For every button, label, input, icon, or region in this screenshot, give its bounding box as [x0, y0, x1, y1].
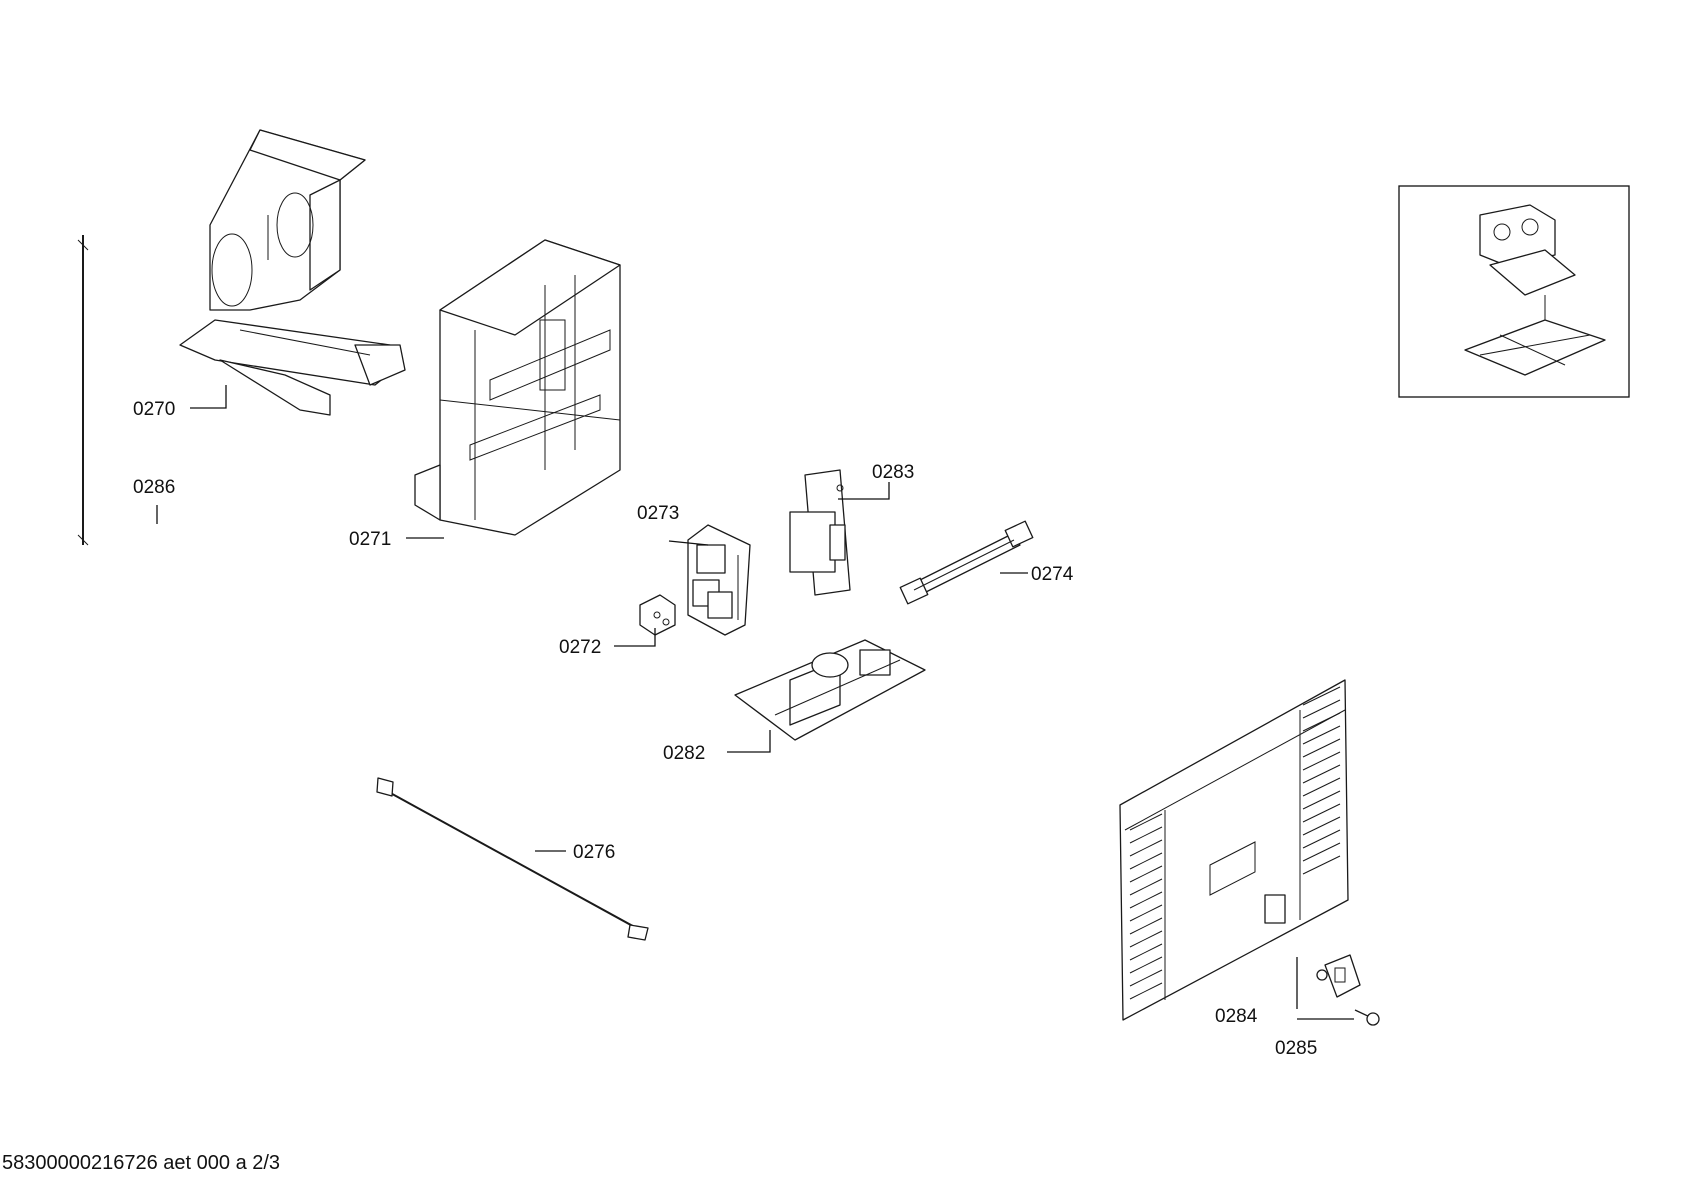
- drawing-reference: 58300000216726 aet 000 a 2/3: [2, 1152, 281, 1174]
- leader-lines: [156, 385, 1354, 1020]
- part-0284-panel: [1119, 679, 1349, 1021]
- part-0272-clip: [639, 594, 676, 636]
- label-0270: 0270: [133, 399, 175, 420]
- vent-slot-left: [1129, 982, 1163, 1000]
- part-0274-ribbon-cable: [899, 520, 1034, 605]
- label-0271: 0271: [349, 529, 391, 550]
- vent-slot-right: [1302, 855, 1341, 875]
- panel-vent-slots: [1129, 686, 1341, 1000]
- vent-slot-right: [1302, 712, 1341, 732]
- vent-slot-right: [1302, 738, 1341, 758]
- vent-slot-left: [1129, 969, 1163, 987]
- vent-slot-left: [1129, 917, 1163, 935]
- label-0285: 0285: [1275, 1038, 1317, 1059]
- vent-slot-left: [1129, 904, 1163, 922]
- part-0276-wire-lead: [376, 777, 649, 941]
- part-labels: 0270 0286 0271 0273 0283 0274 0272 0282 …: [133, 399, 1317, 1059]
- vent-slot-left: [1129, 956, 1163, 974]
- label-0273: 0273: [637, 503, 679, 524]
- part-0270-bracket: [179, 129, 406, 416]
- part-0283-transformer: [789, 469, 851, 596]
- label-0283: 0283: [872, 462, 914, 483]
- vent-slot-right: [1302, 699, 1341, 719]
- vent-slot-right: [1302, 764, 1341, 784]
- part-0271-housing: [414, 239, 621, 536]
- vent-slot-right: [1302, 803, 1341, 823]
- label-0282: 0282: [663, 743, 705, 764]
- vent-slot-right: [1302, 751, 1341, 771]
- vent-slot-right: [1302, 790, 1341, 810]
- label-0274: 0274: [1031, 564, 1074, 585]
- vent-slot-right: [1302, 816, 1341, 836]
- vent-slot-left: [1129, 839, 1163, 857]
- vent-slot-left: [1129, 865, 1163, 883]
- label-0272: 0272: [559, 637, 601, 658]
- vent-slot-left: [1129, 891, 1163, 909]
- part-0285-clip-screw: [1316, 954, 1380, 1026]
- vent-slot-right: [1302, 686, 1341, 706]
- vent-slot-left: [1129, 878, 1163, 896]
- vent-slot-left: [1129, 826, 1163, 844]
- vent-slot-right: [1302, 725, 1341, 745]
- label-0284: 0284: [1215, 1006, 1258, 1027]
- label-0276: 0276: [573, 842, 615, 863]
- part-0286-rod: [77, 235, 89, 546]
- vent-slot-right: [1302, 777, 1341, 797]
- vent-slot-right: [1302, 842, 1341, 862]
- vent-slot-right: [1302, 829, 1341, 849]
- overview-inset: [1398, 185, 1630, 398]
- part-0282-power-board: [734, 639, 926, 741]
- vent-slot-left: [1129, 852, 1163, 870]
- label-0286: 0286: [133, 477, 175, 498]
- vent-slot-left: [1129, 813, 1163, 831]
- vent-slot-left: [1129, 930, 1163, 948]
- part-0273-relay-board: [687, 524, 751, 636]
- vent-slot-left: [1129, 943, 1163, 961]
